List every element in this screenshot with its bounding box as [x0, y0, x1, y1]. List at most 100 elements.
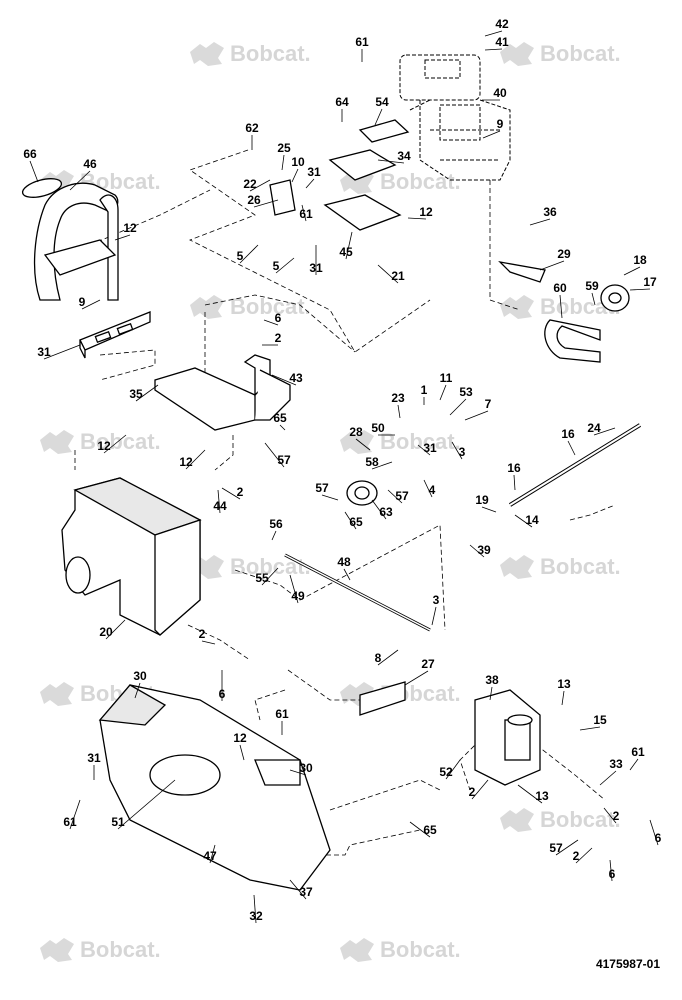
callout-43: 43 [289, 371, 303, 385]
leader-line [431, 606, 437, 626]
callout-6: 6 [609, 867, 616, 881]
leader-line [103, 434, 127, 454]
leader-line [355, 438, 371, 451]
leader-line [114, 234, 131, 241]
bobcat-watermark: Bobcat. [340, 429, 461, 454]
callout-31: 31 [307, 165, 321, 179]
callout-13: 13 [535, 789, 549, 803]
callout-52: 52 [439, 765, 453, 779]
leader-line [599, 770, 617, 786]
leader-line [289, 769, 307, 776]
callout-3: 3 [433, 593, 440, 607]
callout-46: 46 [83, 157, 97, 171]
housing-20 [61, 477, 202, 636]
callout-34: 34 [397, 149, 411, 163]
callout-59: 59 [585, 279, 599, 293]
callout-26: 26 [247, 193, 261, 207]
svg-text:Bobcat.: Bobcat. [230, 294, 311, 319]
leader-line [249, 179, 271, 192]
leader-line [253, 894, 257, 924]
leader-line [263, 319, 279, 326]
leader-line [464, 410, 489, 421]
leader-line [345, 231, 353, 260]
callout-45: 45 [339, 245, 353, 259]
callout-50: 50 [371, 421, 385, 435]
callout-66: 66 [23, 147, 37, 161]
leader-line [264, 442, 285, 468]
pulley-63 [346, 480, 378, 506]
leader-line [271, 530, 277, 541]
callout-41: 41 [495, 35, 509, 49]
callout-12: 12 [419, 205, 433, 219]
callout-4: 4 [429, 483, 436, 497]
callout-57: 57 [549, 841, 563, 855]
leader-line [623, 266, 641, 276]
callout-28: 28 [349, 425, 363, 439]
callout-31: 31 [423, 441, 437, 455]
leader-line [539, 260, 565, 271]
leader-line [343, 568, 351, 581]
leader-line [484, 48, 503, 51]
leader-line [217, 489, 221, 514]
leader-line [593, 427, 616, 436]
leader-line [29, 160, 39, 183]
leader-line [377, 649, 399, 666]
leader-line [629, 758, 639, 771]
callout-11: 11 [440, 371, 453, 385]
callout-14: 14 [525, 513, 539, 527]
callout-6: 6 [275, 311, 282, 325]
bobcat-watermark: Bobcat. [40, 937, 161, 962]
leader-line [377, 159, 405, 164]
leader-line [481, 506, 497, 513]
svg-text:Bobcat.: Bobcat. [230, 554, 311, 579]
callout-12: 12 [179, 455, 193, 469]
callout-40: 40 [493, 86, 507, 100]
leader-line [289, 879, 307, 900]
leader-line [253, 199, 279, 208]
callout-12: 12 [123, 221, 137, 235]
leader-line [291, 168, 299, 183]
leader-line [105, 619, 126, 640]
leader-line [567, 440, 576, 456]
callout-20: 20 [99, 625, 113, 639]
callout-5: 5 [273, 259, 280, 273]
leader-line [239, 244, 259, 264]
bobcat-watermark: Bobcat. [40, 429, 161, 454]
bobcat-watermark: Bobcat. [500, 41, 621, 66]
callout-33: 33 [609, 757, 623, 771]
callout-5: 5 [237, 249, 244, 263]
bobcat-watermark: Bobcat. [500, 807, 621, 832]
leader-line [275, 257, 295, 274]
callout-55: 55 [255, 571, 269, 585]
leader-line [374, 108, 383, 126]
callout-1: 1 [421, 383, 428, 397]
plate-35 [154, 354, 291, 431]
leader-line [445, 759, 461, 780]
callout-23: 23 [391, 391, 405, 405]
callout-61: 61 [355, 35, 369, 49]
plates-34-45 [269, 119, 410, 231]
leader-line [609, 859, 613, 882]
callout-21: 21 [391, 269, 405, 283]
callout-13: 13 [557, 677, 571, 691]
callout-57: 57 [395, 489, 409, 503]
bracket-31 [79, 311, 151, 359]
callout-30: 30 [133, 669, 147, 683]
leader-line [371, 461, 393, 470]
callout-2: 2 [237, 485, 244, 499]
leader-line [409, 821, 431, 838]
callout-65: 65 [423, 823, 437, 837]
leader-line [371, 499, 387, 520]
rod-48 [284, 553, 431, 632]
callout-37: 37 [299, 885, 313, 899]
leader-line [377, 264, 399, 284]
svg-text:Bobcat.: Bobcat. [540, 807, 621, 832]
leader-line [451, 441, 463, 460]
leader-line [305, 178, 315, 189]
link-29 [359, 260, 546, 716]
callout-62: 62 [245, 121, 259, 135]
bobcat-watermark: Bobcat. [190, 294, 311, 319]
callout-16: 16 [507, 461, 521, 475]
callout-39: 39 [477, 543, 491, 557]
